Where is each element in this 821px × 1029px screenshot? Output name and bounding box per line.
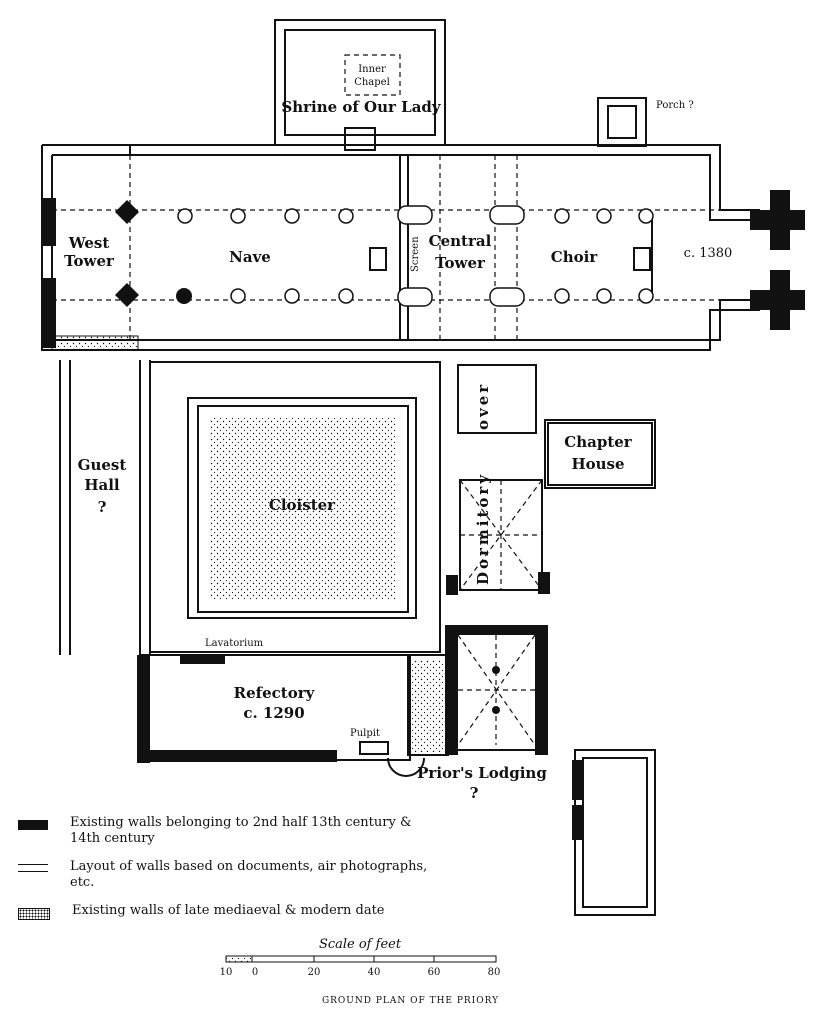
pulpit-label: Pulpit bbox=[350, 728, 380, 739]
cloister-label: Cloister bbox=[269, 496, 336, 514]
screen-label: Screen bbox=[410, 236, 421, 272]
refectory-label-1: Refectory bbox=[234, 684, 316, 702]
west-tower-label-2: Tower bbox=[64, 252, 115, 270]
scale-tick-10: 10 bbox=[220, 967, 233, 978]
piers bbox=[177, 205, 654, 307]
inner-chapel-label-2: Chapel bbox=[354, 77, 390, 88]
guest-hall-label-3: ? bbox=[98, 498, 107, 516]
chapter-house-label-2: House bbox=[571, 455, 624, 473]
scale-tick-40: 40 bbox=[368, 967, 381, 978]
legend-row-existing: Existing walls belonging to 2nd half 13t… bbox=[18, 815, 438, 847]
legend-swatch-layout bbox=[18, 864, 48, 872]
porch-label: Porch ? bbox=[656, 100, 694, 111]
west-tower-label-1: West bbox=[68, 234, 110, 252]
central-tower-label-1: Central bbox=[429, 232, 492, 250]
refectory-label-2: c. 1290 bbox=[243, 704, 304, 722]
over-label: over bbox=[474, 382, 492, 430]
plan-caption: GROUND PLAN OF THE PRIORY bbox=[321, 996, 500, 1006]
legend-swatch-late bbox=[18, 908, 50, 920]
scale-tick-0: 0 bbox=[252, 967, 258, 978]
dormitory-label: Dormitory bbox=[474, 472, 492, 585]
scale-tick-60: 60 bbox=[428, 967, 441, 978]
scale-bar: Scale of feet 10 0 20 40 60 80 bbox=[220, 937, 501, 978]
priors-lodging-walls bbox=[572, 749, 656, 916]
guest-hall-walls bbox=[51, 335, 151, 655]
legend-row-layout: Layout of walls based on documents, air … bbox=[18, 859, 438, 891]
nave-label: Nave bbox=[229, 248, 271, 266]
refectory-walls bbox=[137, 654, 449, 777]
chapter-house-label-1: Chapter bbox=[564, 433, 633, 451]
scale-tick-80: 80 bbox=[488, 967, 501, 978]
priors-lodging-label-1: Prior's Lodging bbox=[417, 764, 547, 782]
scale-tick-20: 20 bbox=[308, 967, 321, 978]
legend: Existing walls belonging to 2nd half 13t… bbox=[18, 815, 438, 932]
central-tower-label-2: Tower bbox=[435, 254, 486, 272]
choir-label: Choir bbox=[551, 248, 599, 266]
guest-hall-label-2: Hall bbox=[84, 476, 120, 494]
east-end-structures bbox=[750, 190, 805, 330]
legend-text-layout: Layout of walls based on documents, air … bbox=[70, 859, 428, 890]
guest-hall-label-1: Guest bbox=[78, 456, 127, 474]
scale-title: Scale of feet bbox=[319, 937, 402, 952]
lavatorium-label: Lavatorium bbox=[205, 638, 264, 649]
cloister-area bbox=[149, 361, 441, 653]
legend-row-late: Existing walls of late mediaeval & moder… bbox=[18, 903, 438, 920]
legend-text-existing: Existing walls belonging to 2nd half 13t… bbox=[70, 815, 412, 846]
west-tower-walls bbox=[42, 198, 192, 348]
porch-structure bbox=[597, 97, 647, 147]
priors-lodging-label-2: ? bbox=[470, 784, 479, 802]
church-walls bbox=[41, 144, 760, 351]
shrine-label: Shrine of Our Lady bbox=[281, 98, 442, 116]
inner-chapel-label-1: Inner bbox=[358, 64, 386, 75]
legend-swatch-existing bbox=[18, 820, 48, 830]
legend-text-late: Existing walls of late mediaeval & moder… bbox=[72, 903, 385, 918]
date-1380-label: c. 1380 bbox=[684, 246, 733, 261]
